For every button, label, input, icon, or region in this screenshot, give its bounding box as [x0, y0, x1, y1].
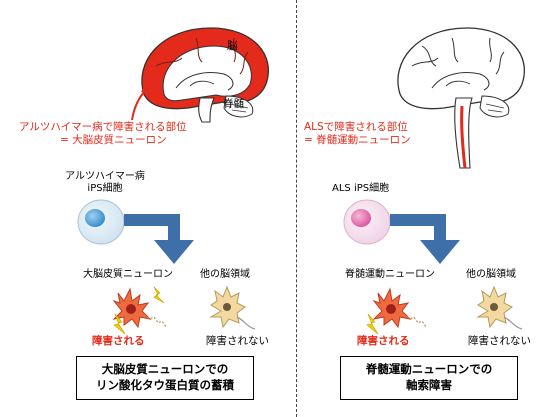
brain-label: 脳: [227, 40, 238, 52]
lesion-caption-line2: = 大脳皮質ニューロン: [60, 134, 167, 146]
result-line1: 脊髄運動ニューロンでの: [365, 362, 493, 377]
result-box: 大脳皮質ニューロンでの リン酸化タウ蛋白質の蓄積: [76, 356, 254, 400]
differentiation-arrow: [124, 214, 194, 264]
lightning-bolt-icon: [113, 313, 126, 335]
lesion-caption-line1: ALSで障害される部位: [304, 121, 408, 133]
neuron-other-label: 他の脳領域: [200, 269, 250, 280]
brain-cortex-highlighted-icon: [141, 27, 269, 123]
lesion-caption-line1: アルツハイマー病で障害される部位: [19, 121, 187, 133]
result-line2: リン酸化タウ蛋白質の蓄積: [96, 378, 234, 392]
damaged-neuron-icon: [112, 286, 167, 329]
ips-cell-pink-icon: [343, 199, 391, 245]
spinal-cord-label: 脊髄: [223, 98, 244, 110]
lesion-caption-line2: = 脊髄運動ニューロン: [304, 134, 411, 146]
result-box: 脊髄運動ニューロンでの 軸索障害: [340, 356, 518, 400]
ips-label-line2: iPS細胞: [87, 183, 123, 194]
lightning-bolt-icon: [366, 313, 379, 335]
status-not-affected: 障害されない: [468, 335, 531, 347]
ips-label-line1: アルツハイマー病: [65, 171, 145, 182]
damaged-neuron-icon: [372, 287, 427, 329]
neuron-affected-label: 大脳皮質ニューロン: [83, 269, 173, 280]
status-not-affected: 障害されない: [206, 335, 269, 347]
neuron-other-label: 他の脳領域: [466, 269, 516, 280]
panel-divider: [296, 0, 297, 417]
lesion-pointer-arrow: [131, 84, 152, 121]
status-affected: 障害される: [92, 335, 145, 347]
ips-cell-blue-icon: [77, 199, 125, 245]
result-line2: 軸索障害: [406, 378, 452, 392]
healthy-neuron-icon: [209, 285, 256, 330]
status-affected: 障害される: [357, 335, 410, 347]
neuron-affected-label: 脊髄運動ニューロン: [345, 269, 435, 280]
brain-spinal-cord-highlighted-icon: [397, 27, 525, 169]
result-line1: 大脳皮質ニューロンでの: [101, 362, 229, 377]
ips-label: ALS iPS細胞: [332, 183, 390, 194]
healthy-neuron-icon: [476, 285, 523, 330]
differentiation-arrow: [390, 214, 460, 264]
